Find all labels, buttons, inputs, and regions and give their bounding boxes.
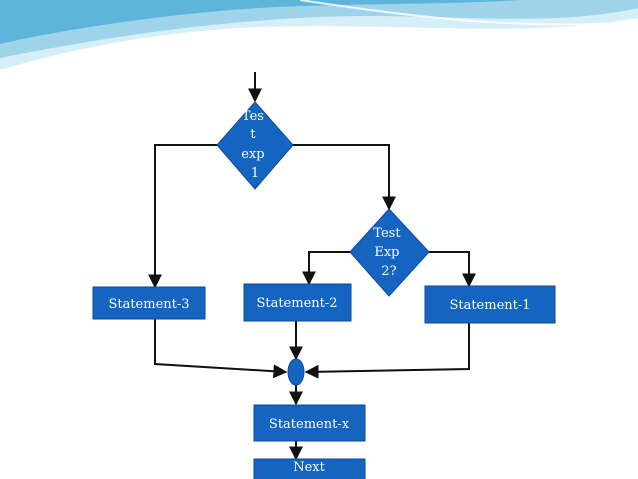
banner-wave-highlight	[299, 0, 638, 26]
decorative-wave-banner	[0, 0, 638, 70]
decision2-line-2: Exp	[374, 245, 399, 260]
decision-diamond-2	[349, 208, 430, 297]
decision1-line-4: 1	[251, 166, 259, 181]
decision-diamond-1	[216, 101, 294, 190]
decision-test-exp-2: Test Exp 2?	[349, 208, 430, 297]
decision2-line-1: Test	[373, 226, 401, 241]
arrow-statement3-to-junction	[154, 319, 288, 379]
statement-3-box: Statement-3	[92, 286, 206, 320]
arrow-decision2-to-statement1	[429, 251, 476, 288]
arrow-decision2-to-statement2	[302, 251, 350, 286]
decision1-line-3: exp	[241, 147, 264, 162]
arrow-statement1-to-junction	[304, 323, 470, 379]
decision-test-exp-1: Tes t exp 1	[216, 101, 294, 190]
statement-2-box: Statement-2	[243, 283, 352, 322]
connectors	[148, 72, 476, 461]
decision1-line-2: t	[250, 127, 256, 142]
decision2-line-3: 2?	[381, 264, 396, 279]
statement-1-box: Statement-1	[424, 285, 556, 324]
statement-x-box: Statement-x	[253, 404, 366, 442]
banner-wave-dark	[0, 0, 520, 44]
statement-1-label: Statement-1	[449, 298, 530, 313]
next-label: Next	[293, 460, 325, 475]
arrow-decision1-to-decision2	[293, 144, 396, 211]
decision2-label: Test Exp 2?	[373, 226, 404, 279]
statement-3-label: Statement-3	[108, 297, 189, 312]
arrow-decision1-to-statement3	[148, 144, 217, 289]
decision1-label: Tes t exp 1	[241, 109, 269, 181]
junction-connector	[287, 358, 305, 386]
next-box: Next	[253, 458, 366, 479]
statement-2-label: Statement-2	[256, 296, 337, 311]
decision1-line-1: Tes	[242, 109, 264, 124]
statement-x-label: Statement-x	[269, 417, 350, 432]
